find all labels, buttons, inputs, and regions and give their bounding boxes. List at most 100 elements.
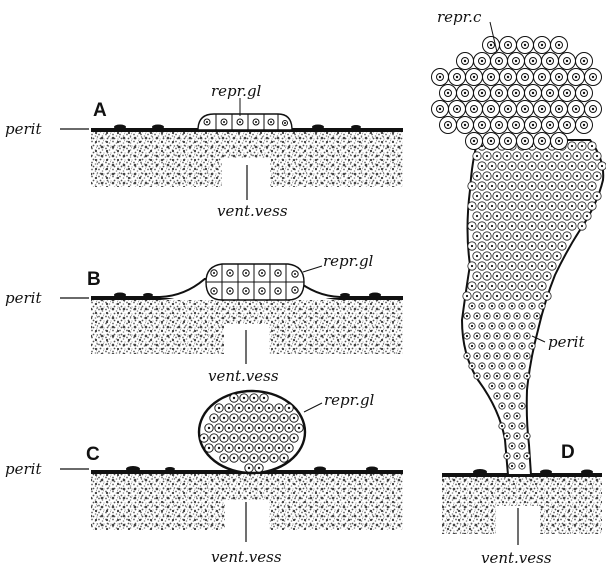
cell (501, 165, 503, 167)
cell (263, 457, 265, 459)
cell (571, 185, 573, 187)
cell (228, 447, 230, 449)
cell (561, 205, 563, 207)
cell (496, 195, 498, 197)
cell (546, 255, 548, 257)
cell (541, 185, 543, 187)
cell (526, 275, 528, 277)
cell (476, 335, 478, 337)
cell (511, 425, 513, 427)
cell (566, 155, 568, 157)
cell (524, 108, 526, 110)
cell (491, 205, 493, 207)
cell (516, 155, 518, 157)
cell (536, 155, 538, 157)
cell (491, 365, 493, 367)
cell (248, 427, 250, 429)
panel-a-perit-label: perit (5, 120, 42, 138)
cell (496, 155, 498, 157)
cell (511, 305, 513, 307)
cell (238, 427, 240, 429)
cell (511, 245, 513, 247)
cell (541, 245, 543, 247)
cell (218, 447, 220, 449)
cell (541, 140, 543, 142)
cell (506, 395, 508, 397)
cell (238, 407, 240, 409)
cell (273, 457, 275, 459)
cell (541, 265, 543, 267)
cell (541, 108, 543, 110)
cell (476, 375, 478, 377)
cell (268, 427, 270, 429)
cell (278, 407, 280, 409)
cell (596, 195, 598, 197)
cell (536, 195, 538, 197)
panel-a-vessel-label: vent.vess (217, 202, 288, 220)
cell (516, 215, 518, 217)
cell (511, 325, 513, 327)
cell (526, 235, 528, 237)
cell (511, 365, 513, 367)
cell (526, 295, 528, 297)
cell (464, 124, 466, 126)
cell (551, 185, 553, 187)
cell (541, 285, 543, 287)
cell (481, 225, 483, 227)
cell (511, 205, 513, 207)
cell (576, 175, 578, 177)
cell (268, 407, 270, 409)
cell (501, 325, 503, 327)
cell (471, 345, 473, 347)
cell (243, 457, 245, 459)
cell (561, 185, 563, 187)
cell (501, 245, 503, 247)
cell (546, 235, 548, 237)
cell (486, 355, 488, 357)
cell (576, 155, 578, 157)
cell (506, 155, 508, 157)
cell (581, 185, 583, 187)
cell (471, 285, 473, 287)
cell (536, 315, 538, 317)
cell (471, 265, 473, 267)
cell (561, 225, 563, 227)
cell (263, 397, 265, 399)
cell (496, 355, 498, 357)
cell (507, 140, 509, 142)
cell (521, 285, 523, 287)
cell (447, 124, 449, 126)
cell (501, 425, 503, 427)
cell (208, 447, 210, 449)
cell (521, 185, 523, 187)
cell (439, 108, 441, 110)
cell (501, 405, 503, 407)
cell (526, 255, 528, 257)
cell (501, 265, 503, 267)
cell (524, 44, 526, 46)
cell (476, 155, 478, 157)
cell (481, 305, 483, 307)
cell (591, 165, 593, 167)
cell (566, 92, 568, 94)
cell (263, 417, 265, 419)
cell (496, 175, 498, 177)
cell (501, 225, 503, 227)
cell (583, 92, 585, 94)
cell (466, 355, 468, 357)
cell (464, 92, 466, 94)
cell (549, 124, 551, 126)
cell (476, 275, 478, 277)
cell (532, 92, 534, 94)
panel-a: A perit repr.gl vent.vess (5, 82, 403, 220)
cell (531, 265, 533, 267)
cell (506, 195, 508, 197)
cell (491, 385, 493, 387)
panel-d-perit-label: perit (548, 333, 585, 351)
cell (288, 407, 290, 409)
cell (253, 417, 255, 419)
cell (515, 92, 517, 94)
cell (263, 437, 265, 439)
panel-b-gland (206, 264, 304, 300)
cell (491, 245, 493, 247)
